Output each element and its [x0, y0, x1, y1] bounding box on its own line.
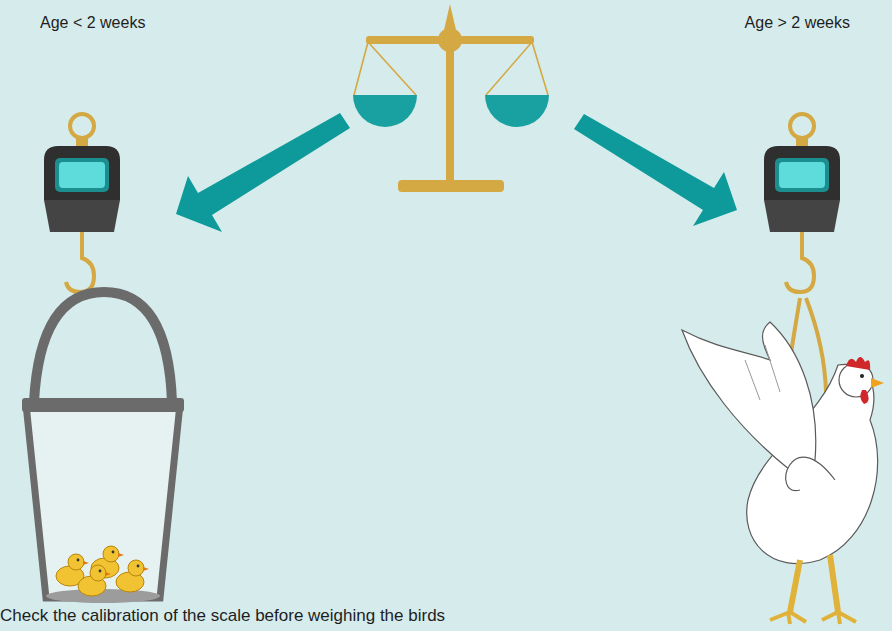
hanging-scale: [764, 114, 840, 292]
age-label: Age < 2 weeks: [40, 14, 145, 32]
balance-symbol: [353, 4, 549, 192]
hanging-scale: [44, 114, 120, 292]
age-label: Age > 2 weeks: [745, 14, 850, 32]
bucket: [22, 292, 184, 603]
chick-group: [56, 546, 149, 596]
caption-note: Check the calibration of the scale befor…: [0, 606, 445, 626]
chicken: [682, 298, 884, 624]
direction-arrow: [176, 113, 737, 232]
